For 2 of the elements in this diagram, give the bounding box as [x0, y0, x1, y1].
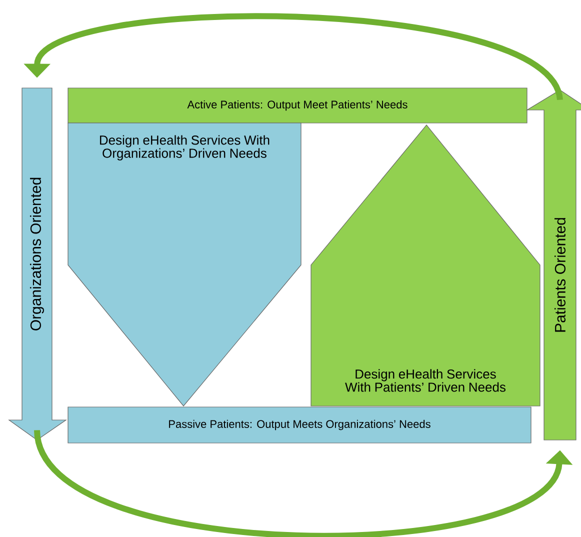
- banner-box: Active Patients: Output Meet Patients’ Needs: [68, 88, 528, 124]
- banner-box: Passive Patients: Output Meets Organizations’ Needs: [68, 406, 532, 444]
